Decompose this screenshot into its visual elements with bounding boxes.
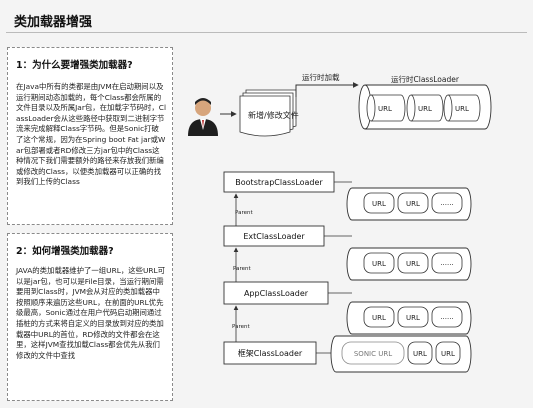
app-url-2-label: URL	[406, 314, 420, 322]
ext-classloader-box: ExtClassLoader	[223, 225, 325, 247]
bootstrap-url-1: URL	[363, 192, 395, 214]
ext-url-2-label: URL	[406, 260, 420, 268]
card-how-title: 2：如何增强类加载器?	[16, 246, 114, 257]
framework-parent-label: Parent	[232, 324, 250, 330]
app-parent-label: Parent	[233, 266, 251, 272]
app-url-3-label: ......	[440, 313, 453, 321]
card-why: 1：为什么要增强类加载器? 在Java中所有的类都是由JVM在启动期间以及运行期…	[7, 47, 173, 225]
framework-classloader-label: 框架ClassLoader	[238, 348, 303, 358]
developer-person-icon	[188, 98, 218, 136]
app-url-1-label: URL	[372, 314, 386, 322]
ext-url-3: ......	[431, 252, 463, 274]
ext-classloader-label: ExtClassLoader	[243, 232, 305, 241]
bootstrap-url-2: URL	[397, 192, 429, 214]
slide-title: 类加载器增强	[14, 15, 93, 30]
card-how: 2：如何增强类加载器? JAVA的类加载器维护了一组URL，这些URL可以是ja…	[7, 233, 173, 401]
card-why-body: 在Java中所有的类都是由JVM在启动期间以及运行期间动态加载的，每个Class…	[16, 82, 166, 187]
bootstrap-url-3: ......	[431, 192, 463, 214]
ext-url-2: URL	[397, 252, 429, 274]
runtime-url-3: URL	[443, 94, 481, 122]
title-bar: 类加载器增强	[6, 6, 527, 33]
framework-url-1: URL	[407, 341, 433, 365]
framework-url-2: URL	[435, 341, 461, 365]
bootstrap-url-2-label: URL	[406, 200, 420, 208]
app-classloader-label: AppClassLoader	[244, 289, 309, 298]
runtime-url-3-label: URL	[455, 105, 469, 113]
runtime-url-1-label: URL	[378, 105, 392, 113]
card-why-title: 1：为什么要增强类加载器?	[16, 60, 133, 71]
runtime-url-2-label: URL	[418, 105, 432, 113]
runtime-url-1: URL	[366, 94, 406, 122]
runtime-url-2: URL	[406, 94, 444, 122]
bootstrap-url-3-label: ......	[440, 199, 453, 207]
ext-url-3-label: ......	[440, 259, 453, 267]
framework-classloader-box: 框架ClassLoader	[223, 341, 317, 365]
file-stack-icon	[239, 89, 297, 137]
app-url-2: URL	[397, 306, 429, 328]
bootstrap-url-1-label: URL	[372, 200, 386, 208]
bootstrap-classloader-box: BootstrapClassLoader	[223, 171, 335, 193]
app-url-3: ......	[431, 306, 463, 328]
app-classloader-box: AppClassLoader	[223, 281, 329, 305]
framework-sonic-url-label: SONIC URL	[354, 350, 392, 358]
ext-url-1-label: URL	[372, 260, 386, 268]
app-url-1: URL	[363, 306, 395, 328]
bootstrap-classloader-label: BootstrapClassLoader	[235, 178, 323, 187]
runtime-load-arrow	[295, 82, 359, 97]
framework-sonic-url: SONIC URL	[341, 341, 405, 365]
framework-url-2-label: URL	[441, 350, 455, 358]
runtime-loader-label: 运行时ClassLoader	[391, 74, 460, 84]
runtime-load-label: 运行时加载	[302, 72, 340, 82]
ext-parent-label: Parent	[235, 210, 253, 216]
framework-url-1-label: URL	[413, 350, 427, 358]
file-label: 新增/修改文件	[248, 110, 299, 120]
card-how-body: JAVA的类加载器维护了一组URL，这些URL可以是jar包，也可以是File目…	[16, 266, 166, 360]
ext-url-1: URL	[363, 252, 395, 274]
